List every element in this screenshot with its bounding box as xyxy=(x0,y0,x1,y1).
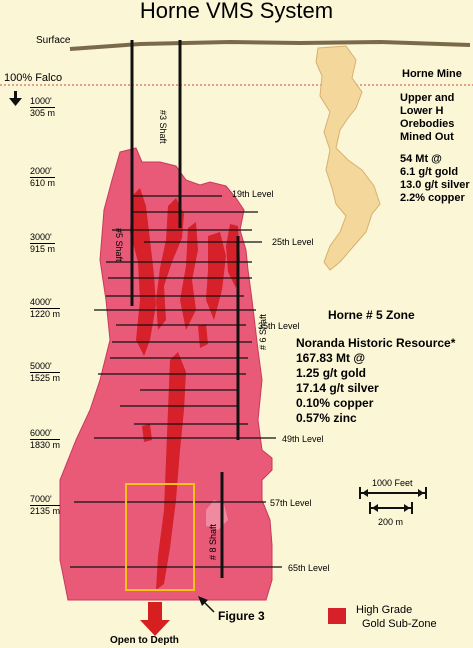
diagram-title: Horne VMS System xyxy=(139,0,334,23)
figure-3-label: Figure 3 xyxy=(218,609,265,623)
shaft-label: # 8 Shaft xyxy=(208,523,218,560)
shaft-label: # 6 Shaft xyxy=(258,313,268,350)
open-to-depth-arrow xyxy=(140,602,170,636)
horne-mine-description: Upper and Lower H Orebodies Mined Out xyxy=(400,92,455,143)
depth-marker: 1000'305 m xyxy=(30,96,56,118)
scale-meters-label: 200 m xyxy=(378,517,404,527)
down-arrow-icon xyxy=(9,91,22,106)
depth-marker: 2000'610 m xyxy=(30,166,56,188)
figure-3-pointer-arrow xyxy=(198,596,215,613)
depth-marker: 7000'2135 m xyxy=(30,494,61,516)
surface-line xyxy=(69,39,471,51)
horne5-stats: 167.83 Mt @ 1.25 g/t gold 17.14 g/t silv… xyxy=(296,351,379,425)
horne-mine-title: Horne Mine xyxy=(402,68,462,80)
depth-marker: 5000'1525 m xyxy=(30,361,61,383)
level-label: 19th Level xyxy=(232,189,274,199)
scale-feet-label: 1000 Feet xyxy=(372,478,413,488)
level-label: 57th Level xyxy=(270,498,312,508)
shaft-label: #3 Shaft xyxy=(158,110,168,144)
legend-label-line2: Gold Sub-Zone xyxy=(362,618,437,630)
scale-bars xyxy=(359,487,427,514)
high-grade-lens-2 xyxy=(156,198,184,330)
figure-3-box xyxy=(125,483,195,591)
high-grade-lens-4 xyxy=(206,232,226,320)
depth-marker: 6000'1830 m xyxy=(30,428,61,450)
open-to-depth-label: Open to Depth xyxy=(110,635,179,646)
level-label: 65th Level xyxy=(288,563,330,573)
mined-out-orebody xyxy=(315,45,381,271)
horne5-resource-title: Noranda Historic Resource* xyxy=(296,336,456,350)
surface-label: Surface xyxy=(36,35,71,46)
high-grade-lens-3 xyxy=(180,222,198,330)
horne5-title: Horne # 5 Zone xyxy=(328,308,415,322)
shaft-label: #5 Shaft xyxy=(114,228,124,262)
legend-swatch-high-grade xyxy=(328,608,346,624)
level-lines xyxy=(70,195,282,568)
depth-marker: 3000'915 m xyxy=(30,232,56,254)
level-label: 49th Level xyxy=(282,434,324,444)
level-label: 35th Level xyxy=(258,321,300,331)
horne-mine-stats: 54 Mt @ 6.1 g/t gold 13.0 g/t silver 2.2… xyxy=(400,153,470,204)
level-label: 25th Level xyxy=(272,237,314,247)
falco-label: 100% Falco xyxy=(4,72,63,84)
shafts xyxy=(130,40,240,578)
high-grade-lens-6 xyxy=(156,352,186,590)
legend-label-line1: High Grade xyxy=(356,604,413,616)
depth-marker: 4000'1220 m xyxy=(30,297,61,319)
